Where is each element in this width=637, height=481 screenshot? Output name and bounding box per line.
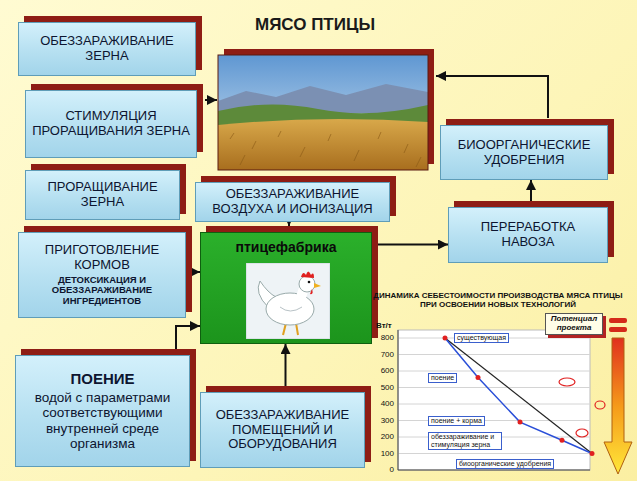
flow-arrow xyxy=(176,326,200,349)
tick-label: 100 xyxy=(370,449,394,459)
flow-arrow xyxy=(192,271,200,273)
box-text: ОБЕЗЗАРАЖИВАНИЕ ЗЕРНА xyxy=(25,34,189,64)
series-label: поение xyxy=(428,373,457,383)
head xyxy=(299,276,315,292)
comb xyxy=(301,272,314,279)
box-text: ПРОРАЩИВАНИЕ ЗЕРНА xyxy=(32,180,173,210)
red-bar xyxy=(609,318,627,323)
arrow-to-field xyxy=(436,76,548,118)
series-label: существующая xyxy=(454,333,509,343)
tick-label: 0 xyxy=(370,465,394,475)
axis-unit: Вт/т xyxy=(376,321,392,330)
tick-label: 600 xyxy=(370,366,394,376)
chart-title: ДИНАМИКА СЕБЕСТОИМОСТИ ПРОИЗВОДСТВА МЯСА… xyxy=(366,291,630,309)
field-picture xyxy=(218,49,434,170)
box-text: птицефабрика xyxy=(236,239,337,255)
beak xyxy=(314,283,321,288)
body xyxy=(266,293,314,325)
eye xyxy=(308,281,311,284)
process-box: СТИМУЛЯЦИЯ ПРОРАЩИВАНИЯ ЗЕРНА xyxy=(25,90,197,158)
arrow-to-field xyxy=(205,99,217,101)
tick-label: 500 xyxy=(370,383,394,393)
box-text: ОБЕЗЗАРАЖИВАНИЕ ПОМЕЩЕНИЙ И ОБОРУДОВАНИЯ xyxy=(207,408,358,453)
tick-label: 300 xyxy=(370,416,394,426)
process-box: ОБЕЗЗАРАЖИВАНИЕ ВОЗДУХА И ИОНИЗАЦИЯ xyxy=(195,182,390,222)
box-subtext: водой с параметрами соответствующими вну… xyxy=(22,390,183,452)
grid-lines xyxy=(398,338,590,454)
x-axis xyxy=(398,470,590,471)
process-box: ПЕРЕРАБОТКА НАВОЗА xyxy=(448,207,608,263)
wheat-field xyxy=(218,119,428,170)
series-label: обеззараживание и стимуляция зерна xyxy=(428,432,502,450)
process-box: БИООРГАНИЧЕСКИЕ УДОБРЕНИЯ xyxy=(440,125,608,180)
flow-arrow xyxy=(285,344,287,386)
red-bar xyxy=(609,327,627,332)
box-text: БИООРГАНИЧЕСКИЕ УДОБРЕНИЯ xyxy=(447,138,601,168)
process-box: ПОЕНИЕ водой с параметрами соответствующи… xyxy=(15,355,190,467)
chicken-picture xyxy=(246,263,330,339)
box-text: ОБЕЗЗАРАЖИВАНИЕ ВОЗДУХА И ИОНИЗАЦИЯ xyxy=(202,187,383,217)
wattle xyxy=(310,289,313,294)
flow-arrow xyxy=(530,180,532,201)
potential-arrow xyxy=(604,338,632,474)
flow-arrow xyxy=(378,244,448,246)
box-text: ПОЕНИЕ xyxy=(70,370,134,387)
flow-arrow xyxy=(288,222,290,226)
wing xyxy=(280,307,302,311)
wheat-texture xyxy=(230,131,421,167)
process-box: ПРОРАЩИВАНИЕ ЗЕРНА xyxy=(25,170,180,220)
box-text: ПРИГОТОВЛЕНИЕ КОРМОВ xyxy=(25,243,179,273)
tick-label: 800 xyxy=(370,333,394,343)
y-axis xyxy=(398,330,399,470)
frame xyxy=(218,55,428,170)
cost-chart xyxy=(398,318,632,474)
tick-label: 400 xyxy=(370,399,394,409)
process-box: ОБЕЗЗАРАЖИВАНИЕ ПОМЕЩЕНИЙ И ОБОРУДОВАНИЯ xyxy=(200,392,365,468)
process-box: ОБЕЗЗАРАЖИВАНИЕ ЗЕРНА xyxy=(18,22,196,76)
sky xyxy=(218,55,428,170)
callout-box: Потенциал проекта xyxy=(545,313,603,335)
plot-area xyxy=(398,330,590,470)
diagram-title: МЯСО ПТИЦЫ xyxy=(200,15,430,35)
tick-label: 200 xyxy=(370,432,394,442)
box-subtext: ДЕТОКСИКАЦИЯ И ОБЕЗЗАРАЖИВАНИЕ ИНГРЕДИЕН… xyxy=(25,275,179,308)
picture-ground xyxy=(246,263,330,339)
process-box: ПРИГОТОВЛЕНИЕ КОРМОВДЕТОКСИКАЦИЯ И ОБЕЗЗ… xyxy=(18,232,186,318)
box-text: ПЕРЕРАБОТКА НАВОЗА xyxy=(455,220,601,250)
series-label: биоорганические удобрения xyxy=(456,459,554,469)
target-ellipses xyxy=(559,378,605,437)
box-text: СТИМУЛЯЦИЯ ПРОРАЩИВАНИЯ ЗЕРНА xyxy=(32,109,190,139)
series-label: поение + корма xyxy=(428,416,485,426)
tick-label: 700 xyxy=(370,350,394,360)
